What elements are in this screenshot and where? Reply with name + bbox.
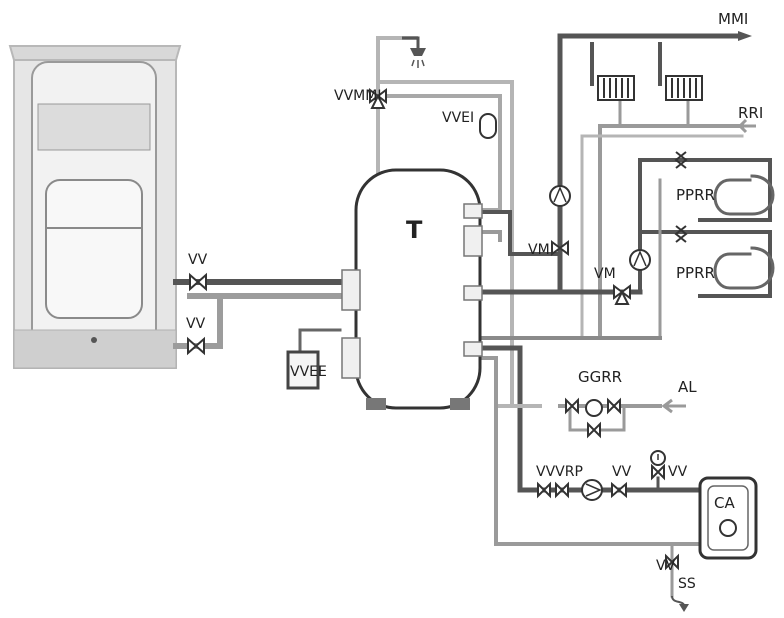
label-outflow-heating: MMI [718,10,748,28]
labels: MMI RRI VVMMI VVEI PPRR PPRR VM VM VV VV… [186,10,763,592]
label-return-heating: RRI [738,104,763,122]
arrow-left-icon [661,398,686,414]
label-mixing-valve-right: VM [594,266,616,282]
valve-icon [565,397,621,439]
drain-icon [671,595,685,607]
valve-icon [189,272,207,292]
label-valve-drain: VV [656,558,676,574]
label-drain: SS [678,576,696,592]
pump-icon [585,399,603,417]
label-mixing-valve-top: VVMMI [334,88,381,104]
boiler [698,476,758,560]
pump-icon [581,479,603,501]
arrow-left-icon [737,118,756,134]
label-valve-stove-upper: VV [188,252,208,268]
valve-icon [611,481,627,499]
valve-icon [651,463,665,481]
label-floor-circuit-1: PPRR [676,186,715,204]
tank-label: T [406,216,423,244]
label-grr-group: GGRR [578,368,622,386]
label-valve-ca-1: VV [612,464,632,480]
label-floor-circuit-2: PPRR [676,264,715,282]
label-valve-ca-2: VV [668,464,688,480]
gauge-icon [650,450,666,466]
pump-icon [549,185,571,207]
label-expansion-vessel-left: VVEE [290,364,327,380]
valve-icon [187,336,205,356]
shower-icon [402,36,426,68]
label-supply-inlet: AL [678,378,697,396]
storage-tank: T [341,168,483,410]
three-way-valve-icon [613,284,631,305]
pump-icon [629,249,651,271]
three-way-valve-icon [369,88,387,109]
label-mixing-valve-left: VM [528,242,550,258]
expansion-vessel-top-icon [479,113,497,139]
radiator-icon [597,75,635,101]
valve-icon [674,151,688,169]
valve-icon [665,553,679,571]
label-pump-group: VVVRP [536,464,583,480]
valve-icon [674,225,688,243]
radiator-icon [665,75,703,101]
three-way-valve-icon [551,240,569,256]
stove [8,45,182,369]
label-expansion-vessel-top: VVEI [442,110,474,126]
label-valve-stove-lower: VV [186,316,206,332]
valve-icon [537,481,569,499]
label-boiler: CA [714,494,735,512]
arrow-right-icon [738,31,752,41]
expansion-vessel-left-icon [286,350,320,390]
